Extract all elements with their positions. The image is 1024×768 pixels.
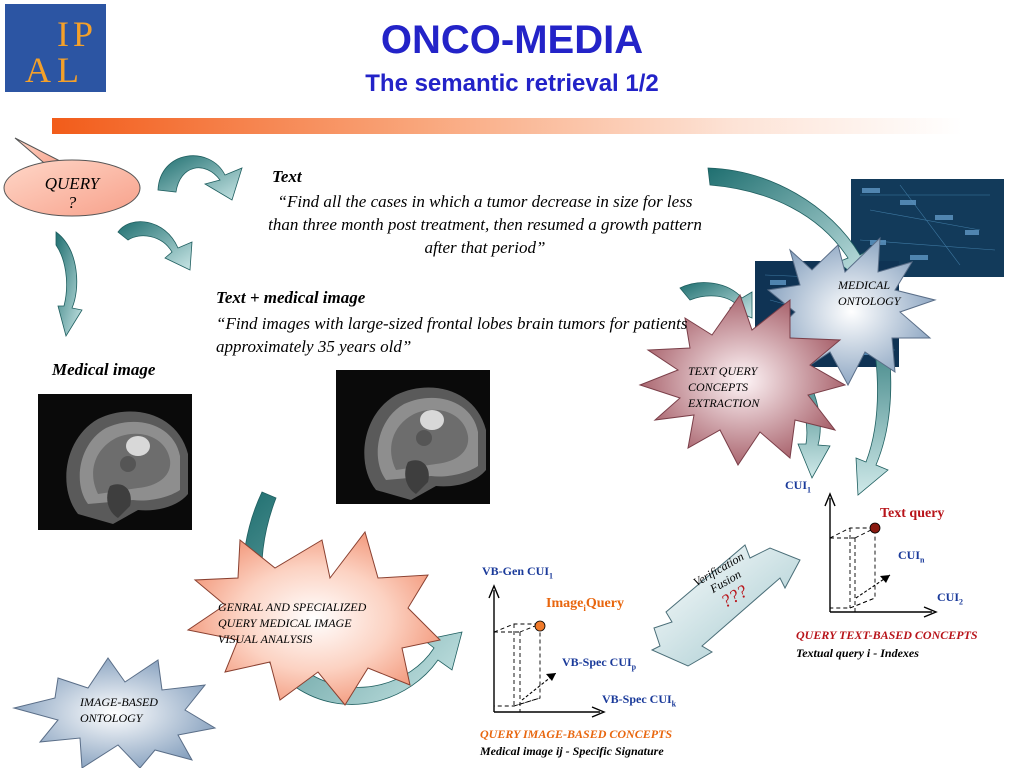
image-concepts-subcaption: Medical image ij - Specific Signature: [480, 744, 664, 758]
axis-vbspeck-label: VB-Spec CUIk: [602, 692, 677, 709]
logo-letter-i: I: [57, 14, 69, 54]
page-title: ONCO-MEDIA: [380, 18, 644, 62]
text-image-query-heading: Text + medical image: [216, 288, 366, 307]
extraction-line3: EXTRACTION: [688, 396, 760, 410]
axis-cui1-label: CUI1: [785, 478, 812, 495]
image-query-point: [534, 620, 546, 632]
query-bubble: [3, 159, 141, 217]
text-concepts-subcaption: Textual query i - Indexes: [796, 646, 919, 660]
image-concepts-caption: QUERY IMAGE-BASED CONCEPTS: [480, 727, 673, 741]
text-query-heading: Text: [272, 167, 302, 186]
logo-letter-p: P: [73, 14, 94, 54]
text-query-point: [869, 522, 881, 534]
medical-image-label: Medical image: [52, 360, 156, 379]
extraction-line2: CONCEPTS: [688, 380, 749, 394]
page-subtitle: The semantic retrieval 1/2: [365, 70, 659, 97]
burst-image-ontology: [12, 657, 217, 768]
mri-image-left: [38, 394, 192, 530]
text-query-extraction-label: TEXT QUERY CONCEPTS EXTRACTION: [688, 363, 759, 411]
arrow-query-to-text: [157, 155, 243, 201]
mri-image-right: [336, 370, 490, 504]
axis-cui2-label: CUI2: [937, 590, 964, 607]
arrow-query-to-image: [55, 231, 83, 338]
visual-analysis-line1: GENRAL AND SPECIALIZED: [218, 600, 367, 614]
visual-analysis-label: GENRAL AND SPECIALIZED QUERY MEDICAL IMA…: [218, 599, 366, 647]
logo-letter-l: L: [57, 50, 79, 90]
title-divider-bar: [52, 118, 962, 134]
extraction-line1: TEXT QUERY: [688, 364, 758, 378]
text-concept-box: [829, 527, 876, 612]
visual-analysis-line3: VISUAL ANALYSIS: [218, 632, 313, 646]
medical-ontology-line1: MEDICAL: [838, 278, 890, 292]
axis-cuin-label: CUIn: [898, 548, 925, 565]
query-mark: ?: [67, 193, 77, 212]
verification-fusion-arrow: [650, 544, 801, 667]
text-concepts-caption: QUERY TEXT-BASED CONCEPTS: [796, 628, 978, 642]
axis-vbspecp-label: VB-Spec CUIp: [562, 655, 637, 672]
medical-ontology-line2: ONTOLOGY: [838, 294, 901, 308]
burst-text-query-extraction: [638, 293, 847, 466]
ipal-logo: I P A L: [5, 4, 106, 92]
text-query-example: “Find all the cases in which a tumor dec…: [268, 192, 702, 257]
text-query-point-label: Text query: [880, 506, 945, 521]
medical-ontology-label: MEDICAL ONTOLOGY: [838, 277, 900, 309]
image-concept-box: [493, 623, 541, 712]
image-ontology-line1: IMAGE-BASED: [80, 695, 158, 709]
query-label: QUERY: [44, 174, 100, 193]
logo-letter-a: A: [25, 50, 51, 90]
visual-analysis-line2: QUERY MEDICAL IMAGE: [218, 616, 352, 630]
image-ontology-line2: ONTOLOGY: [80, 711, 143, 725]
image-ontology-label: IMAGE-BASED ONTOLOGY: [80, 694, 158, 726]
text-image-query-example: “Find images with large-sized frontal lo…: [216, 314, 688, 356]
burst-visual-analysis: [186, 530, 442, 706]
image-query-point-label: ImageiQuery: [546, 596, 624, 613]
axis-vbgen-label: VB-Gen CUI1: [482, 564, 554, 581]
arrow-query-to-text-image: [117, 221, 193, 271]
query-bubble-text: QUERY ?: [22, 174, 122, 212]
